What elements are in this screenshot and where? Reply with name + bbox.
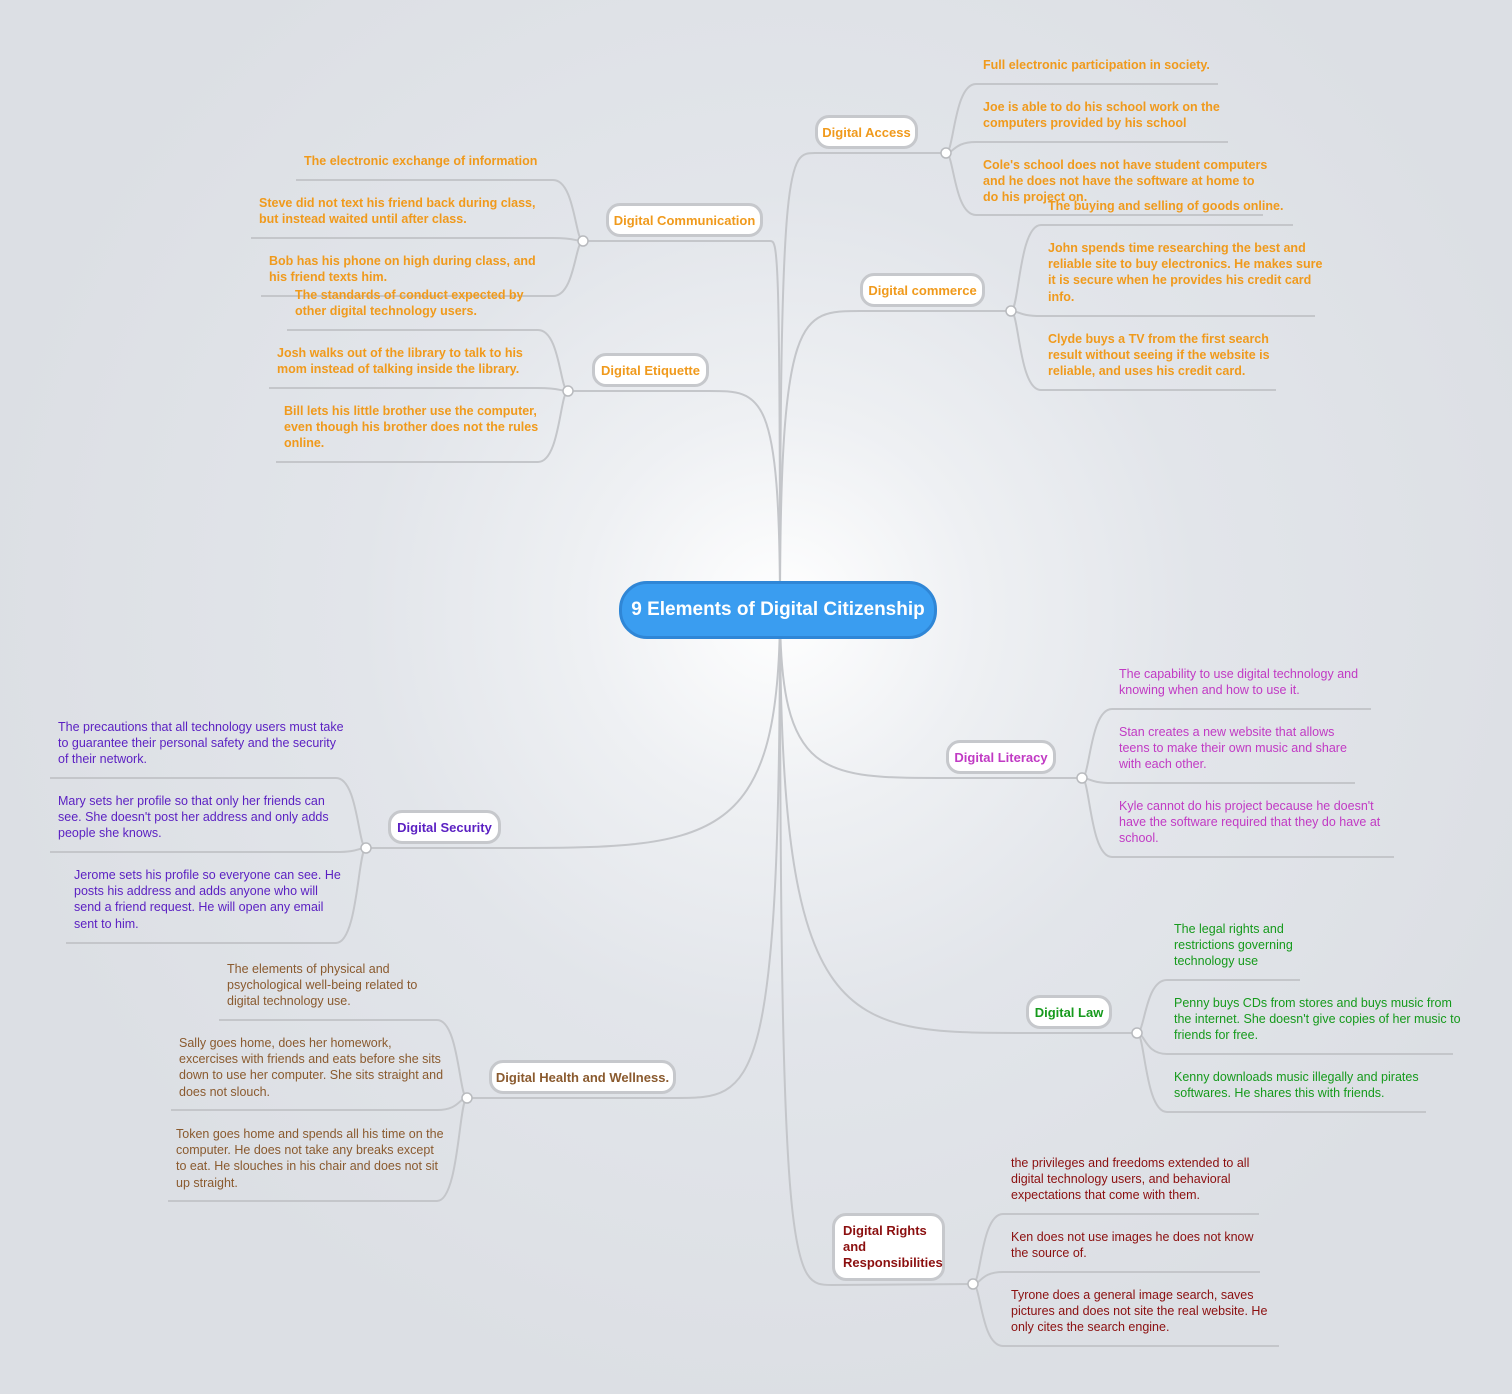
collapse-toggle[interactable] (1005, 305, 1017, 317)
leaf-text[interactable]: Bob has his phone on high during class, … (269, 254, 536, 285)
leaf-connector (251, 237, 584, 242)
leaf-text[interactable]: Cole's school does not have student comp… (983, 158, 1268, 205)
leaf-connector (1010, 310, 1315, 317)
leaf-text[interactable]: Penny buys CDs from stores and buys musi… (1174, 996, 1461, 1043)
leaf-text[interactable]: John spends time researching the best an… (1048, 241, 1323, 304)
leaf-text[interactable]: the privileges and freedoms extended to … (1011, 1156, 1250, 1203)
collapse-toggle[interactable] (562, 385, 574, 397)
branch-connector (779, 152, 816, 611)
leaf-connector (972, 1271, 1260, 1285)
leaf-text[interactable]: The buying and selling of goods online. (1048, 199, 1284, 213)
topic-access[interactable]: Digital Access (815, 115, 918, 149)
collapse-toggle[interactable] (577, 235, 589, 247)
topic-rights[interactable]: Digital Rights and Responsibilities (832, 1213, 945, 1281)
collapse-toggle[interactable] (1076, 772, 1088, 784)
leaf-text[interactable]: Clyde buys a TV from the first search re… (1048, 332, 1270, 379)
leaf-connector (50, 847, 367, 853)
leaf-text[interactable]: Stan creates a new website that allows t… (1119, 725, 1347, 772)
leaf-text[interactable]: The standards of conduct expected by oth… (295, 288, 524, 319)
topic-commerce[interactable]: Digital commerce (860, 273, 985, 307)
branch-connector (708, 390, 781, 611)
leaf-text[interactable]: Josh walks out of the library to talk to… (277, 346, 523, 377)
collapse-toggle[interactable] (940, 147, 952, 159)
leaf-connector (1081, 777, 1355, 784)
branch-connector (769, 240, 781, 611)
collapse-toggle[interactable] (1131, 1027, 1143, 1039)
leaf-text[interactable]: Joe is able to do his school work on the… (983, 100, 1220, 131)
leaf-text[interactable]: Ken does not use images he does not know… (1011, 1230, 1254, 1261)
leaf-text[interactable]: The capability to use digital technology… (1119, 667, 1359, 698)
topic-literacy[interactable]: Digital Literacy (946, 740, 1056, 774)
topic-communication[interactable]: Digital Communication (606, 203, 763, 237)
leaf-text[interactable]: Token goes home and spends all his time … (176, 1127, 444, 1190)
collapse-toggle[interactable] (461, 1092, 473, 1104)
topic-underline (831, 1283, 974, 1286)
leaf-text[interactable]: Kenny downloads music illegally and pira… (1174, 1070, 1419, 1101)
topic-security[interactable]: Digital Security (388, 810, 501, 844)
leaf-text[interactable]: Bill lets his little brother use the com… (284, 404, 539, 451)
leaf-text[interactable]: Jerome sets his profile so everyone can … (74, 868, 341, 931)
central-topic[interactable]: 9 Elements of Digital Citizenship (619, 581, 937, 639)
leaf-text[interactable]: The electronic exchange of information (304, 154, 538, 168)
branch-connector (779, 609, 833, 1286)
collapse-toggle[interactable] (967, 1278, 979, 1290)
topic-etiquette[interactable]: Digital Etiquette (592, 353, 709, 387)
branch-connector (779, 310, 861, 611)
leaf-text[interactable]: Full electronic participation in society… (983, 58, 1210, 72)
topic-health[interactable]: Digital Health and Wellness. (489, 1060, 676, 1094)
branch-connector (500, 609, 781, 849)
leaf-text[interactable]: The legal rights and restrictions govern… (1174, 922, 1293, 969)
leaf-connector (269, 387, 569, 392)
leaf-text[interactable]: Kyle cannot do his project because he do… (1119, 799, 1381, 846)
leaf-text[interactable]: The elements of physical and psychologic… (227, 962, 418, 1009)
topic-law[interactable]: Digital Law (1026, 995, 1112, 1029)
branch-connector (675, 609, 781, 1099)
leaf-text[interactable]: Steve did not text his friend back durin… (259, 196, 536, 227)
leaf-connector (945, 141, 1228, 154)
leaf-text[interactable]: The precautions that all technology user… (58, 720, 344, 767)
collapse-toggle[interactable] (360, 842, 372, 854)
leaf-text[interactable]: Sally goes home, does her homework, exce… (179, 1036, 444, 1099)
leaf-text[interactable]: Mary sets her profile so that only her f… (58, 794, 329, 841)
branch-connector (779, 609, 1027, 1034)
leaf-text[interactable]: Tyrone does a general image search, save… (1011, 1288, 1268, 1335)
